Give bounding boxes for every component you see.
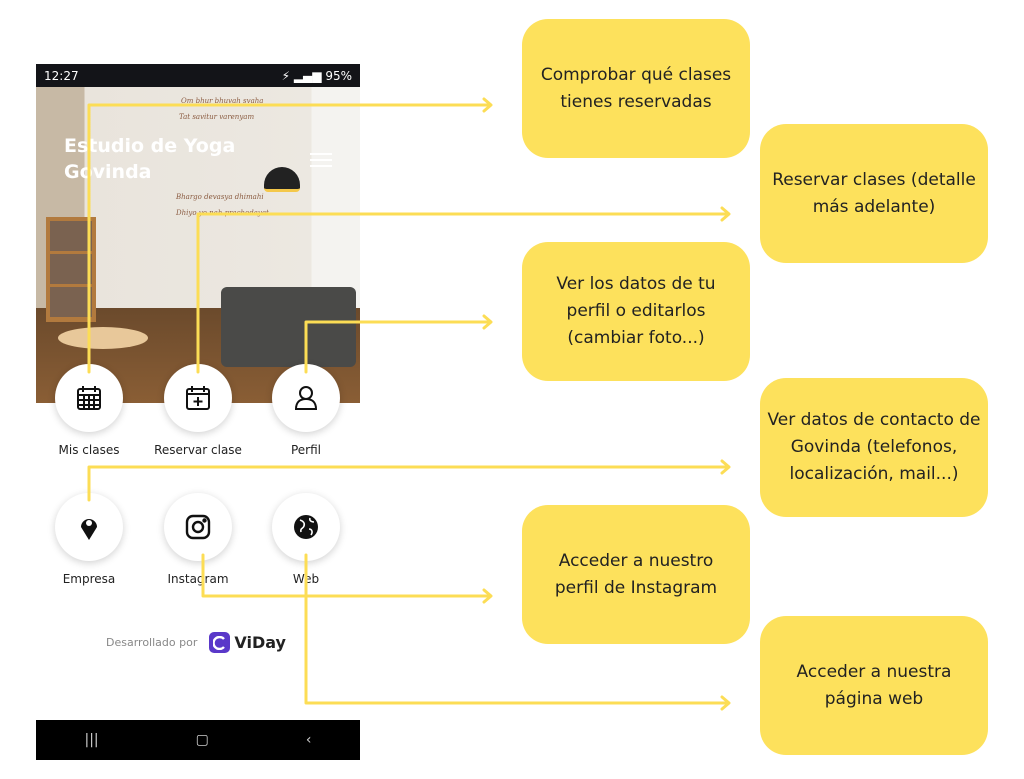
instagram-label[interactable]: Instagram xyxy=(167,572,229,586)
wall-text: Dhiyo yo nah prachodayat xyxy=(176,209,269,217)
callout-perfil: Ver los datos de tu perfil o editarlos (… xyxy=(522,242,750,381)
page-title: Estudio de Yoga Govinda xyxy=(64,135,236,183)
recent-apps-icon[interactable]: ||| xyxy=(84,732,99,748)
footer: Desarrollado por ViDay xyxy=(106,632,286,653)
hero-image: Om bhur bhuvah svaha Tat savitur varenya… xyxy=(36,87,360,403)
wall-text: Bhargo devasya dhimahi xyxy=(176,193,264,201)
back-icon[interactable]: ‹ xyxy=(305,732,312,748)
location-pin-icon xyxy=(81,519,97,540)
web-label[interactable]: Web xyxy=(292,572,320,586)
hamburger-menu-icon[interactable] xyxy=(310,149,332,171)
calendar-plus-icon xyxy=(186,386,210,410)
callout-web: Acceder a nuestra página web xyxy=(760,616,988,755)
empresa-label[interactable]: Empresa xyxy=(62,572,116,586)
calendar-icon xyxy=(77,386,101,410)
instagram-button[interactable] xyxy=(164,493,232,561)
status-battery: ⚡ ▂▄▆ 95% xyxy=(281,68,352,83)
user-icon xyxy=(294,386,318,410)
android-nav-bar: ||| ▢ ‹ xyxy=(36,720,360,760)
perfil-label[interactable]: Perfil xyxy=(290,443,322,457)
status-bar: 12:27 ⚡ ▂▄▆ 95% xyxy=(36,64,360,87)
globe-icon xyxy=(294,515,318,539)
developed-by-text: Desarrollado por xyxy=(106,636,198,649)
phone-screen: 12:27 ⚡ ▂▄▆ 95% Om bhur bhuvah svaha Tat… xyxy=(36,64,360,760)
reservar-clase-button[interactable] xyxy=(164,364,232,432)
callout-empresa: Ver datos de contacto de Govinda (telefo… xyxy=(760,378,988,517)
shelf xyxy=(46,217,96,322)
viday-logo-icon xyxy=(209,632,231,653)
wall-text: Om bhur bhuvah svaha xyxy=(181,97,264,105)
home-icon[interactable]: ▢ xyxy=(195,732,209,748)
web-button[interactable] xyxy=(272,493,340,561)
wall-text: Tat savitur varenyam xyxy=(179,113,255,121)
mis-clases-label[interactable]: Mis clases xyxy=(58,443,120,457)
callout-instagram: Acceder a nuestro perfil de Instagram xyxy=(522,505,750,644)
viday-logo[interactable]: ViDay xyxy=(209,632,286,653)
callout-reservar: Reservar clases (detalle más adelante) xyxy=(760,124,988,263)
callout-mis-clases: Comprobar qué clases tienes reservadas xyxy=(522,19,750,158)
status-time: 12:27 xyxy=(44,68,79,83)
instagram-icon xyxy=(185,514,211,540)
mis-clases-button[interactable] xyxy=(55,364,123,432)
sofa xyxy=(221,287,356,367)
lamp xyxy=(264,167,300,192)
empresa-button[interactable] xyxy=(55,493,123,561)
reservar-clase-label[interactable]: Reservar clase xyxy=(154,443,242,457)
perfil-button[interactable] xyxy=(272,364,340,432)
table xyxy=(58,327,148,349)
